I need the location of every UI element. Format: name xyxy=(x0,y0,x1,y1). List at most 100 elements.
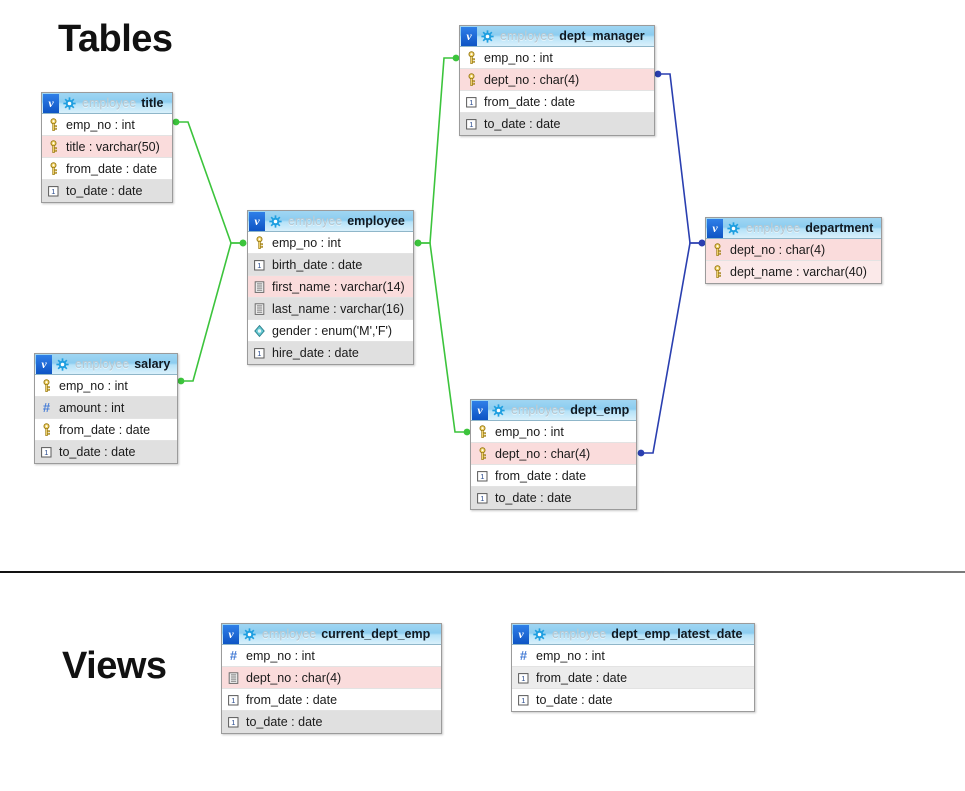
attribute-label: title : varchar(50) xyxy=(66,139,160,154)
attribute-row[interactable]: #emp_no : int xyxy=(222,645,441,667)
attribute-row[interactable]: first_name : varchar(14) xyxy=(248,276,413,298)
svg-text:1: 1 xyxy=(231,718,235,727)
attribute-row[interactable]: dept_no : char(4) xyxy=(460,69,654,91)
attribute-row[interactable]: dept_name : varchar(40) xyxy=(706,261,881,283)
view-badge-icon: v xyxy=(36,354,52,374)
attribute-label: from_date : date xyxy=(484,94,576,109)
attribute-label: dept_name : varchar(40) xyxy=(730,265,867,279)
edge-dept_manager-department xyxy=(654,70,706,247)
key-icon xyxy=(47,117,60,132)
svg-text:1: 1 xyxy=(257,261,261,270)
gear-icon xyxy=(727,221,740,235)
attribute-row[interactable]: #emp_no : int xyxy=(512,645,754,667)
attribute-row[interactable]: emp_no : int xyxy=(42,114,172,136)
date-icon: 1 xyxy=(227,715,240,729)
attribute-row[interactable]: emp_no : int xyxy=(248,232,413,254)
section-title-tables: Tables xyxy=(58,18,173,60)
key-icon xyxy=(47,161,60,176)
attribute-label: to_date : date xyxy=(66,184,143,198)
svg-text:1: 1 xyxy=(44,448,48,457)
attribute-label: dept_no : char(4) xyxy=(484,72,580,87)
entity-name: current_dept_emp xyxy=(321,627,431,641)
attribute-label: first_name : varchar(14) xyxy=(272,279,405,294)
attribute-row[interactable]: gender : enum('M','F') xyxy=(248,320,413,342)
attribute-row[interactable]: 1 to_date : date xyxy=(35,441,177,463)
key-icon xyxy=(40,378,53,393)
date-icon: 1 xyxy=(47,184,60,198)
key-icon xyxy=(253,235,266,250)
attribute-row[interactable]: emp_no : int xyxy=(460,47,654,69)
entity-header-salary[interactable]: v employee salary xyxy=(35,354,177,375)
attribute-label: from_date : date xyxy=(495,468,587,483)
attribute-label: emp_no : int xyxy=(66,117,135,132)
key-icon xyxy=(476,446,489,461)
gear-icon xyxy=(63,96,76,110)
date-icon: 1 xyxy=(253,258,266,272)
schema-name: employee xyxy=(511,403,566,417)
attribute-row[interactable]: title : varchar(50) xyxy=(42,136,172,158)
schema-name: employee xyxy=(75,357,130,371)
attribute-row[interactable]: dept_no : char(4) xyxy=(222,667,441,689)
attribute-row[interactable]: dept_no : char(4) xyxy=(471,443,636,465)
attribute-row[interactable]: #amount : int xyxy=(35,397,177,419)
gear-icon xyxy=(269,214,282,228)
entity-name: salary xyxy=(134,357,171,371)
date-icon: 1 xyxy=(517,671,530,685)
schema-name: employee xyxy=(82,96,137,110)
attribute-label: from_date : date xyxy=(59,422,151,437)
attribute-label: emp_no : int xyxy=(484,50,553,65)
edge-dept_emp-department xyxy=(637,239,706,457)
entity-header-dept_emp[interactable]: v employee dept_emp xyxy=(471,400,636,421)
schema-name: employee xyxy=(552,627,607,641)
attribute-row[interactable]: dept_no : char(4) xyxy=(706,239,881,261)
attribute-row[interactable]: emp_no : int xyxy=(471,421,636,443)
attribute-label: to_date : date xyxy=(59,445,136,459)
attribute-row[interactable]: from_date : date xyxy=(35,419,177,441)
entity-salary[interactable]: v employee salary emp_no : int#amount : int… xyxy=(34,353,178,464)
gear-icon xyxy=(533,627,546,641)
key-icon xyxy=(476,424,489,439)
entity-name: employee xyxy=(347,214,405,228)
entity-name: dept_emp xyxy=(570,403,630,417)
attribute-row[interactable]: emp_no : int xyxy=(35,375,177,397)
text-icon xyxy=(227,671,240,685)
attribute-row[interactable]: from_date : date xyxy=(42,158,172,180)
date-icon: 1 xyxy=(517,693,530,707)
edge-salary-employee xyxy=(177,239,247,385)
attribute-row[interactable]: last_name : varchar(16) xyxy=(248,298,413,320)
text-icon xyxy=(253,280,266,294)
attribute-row[interactable]: 1 from_date : date xyxy=(471,465,636,487)
attribute-row[interactable]: 1 from_date : date xyxy=(512,667,754,689)
text-icon xyxy=(253,302,266,316)
attribute-row[interactable]: 1 to_date : date xyxy=(42,180,172,202)
attribute-label: from_date : date xyxy=(536,670,628,685)
attribute-label: to_date : date xyxy=(495,491,572,505)
view-badge-icon: v xyxy=(472,400,488,420)
gear-icon xyxy=(243,627,256,641)
edge-employee-dept_emp xyxy=(414,239,471,436)
svg-text:1: 1 xyxy=(480,472,484,481)
svg-text:1: 1 xyxy=(521,696,525,705)
